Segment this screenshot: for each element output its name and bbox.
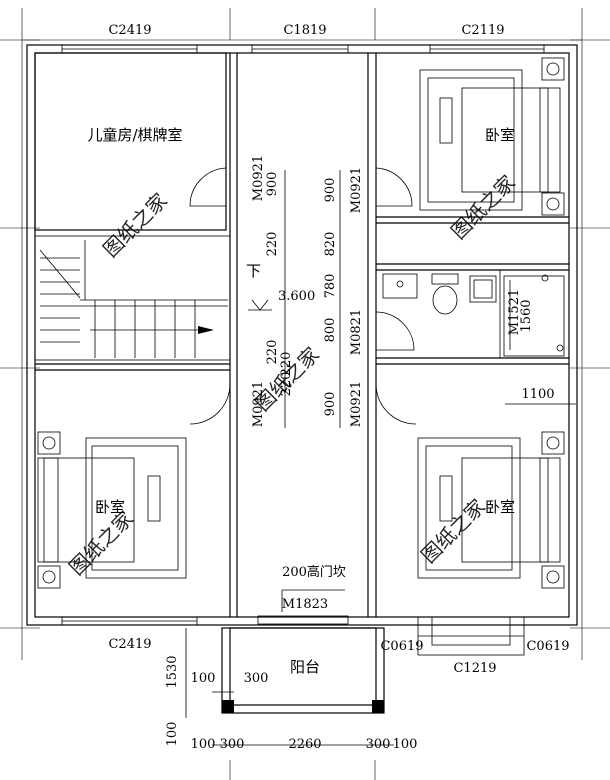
door-swings [189,167,417,425]
dim-bottom-100-left: 100 [191,737,216,752]
room-label-balcony: 阳台 [290,658,320,676]
dim-right-780: 780 [323,274,338,299]
window-label-bottom-center: C1219 [453,661,496,676]
dim-bottom-2260: 2260 [288,737,321,752]
dim-shower-1560: 1560 [519,299,534,332]
dim-left-220-top: 220 [265,232,280,257]
window-label-top-right: C2119 [461,23,504,38]
dim-bottom-300-left: 300 [220,737,245,752]
dim-bottom-300-right: 300 [366,737,391,752]
room-label-bedroom-bottom-left: 卧室 [95,498,125,516]
dim-right-900-bottom: 900 [323,392,338,417]
watermark-4: 图纸之家 [64,506,138,580]
window-label-top-middle: C1819 [283,23,326,38]
dim-left-900: 900 [265,172,280,197]
door-label-lower-right: M0921 [349,381,364,427]
window-label-bottom-side-right: C0619 [526,639,569,654]
dim-bottom-100-right: 100 [393,737,418,752]
door-label-balcony: M1823 [282,597,328,612]
window-label-bottom-left: C2419 [108,637,151,652]
room-label-children: 儿童房/棋牌室 [87,126,182,144]
bed-bottom-left [37,431,187,589]
watermark-1: 图纸之家 [98,188,172,262]
dim-balcony-1530: 1530 [165,655,180,688]
door-label-bath: M0821 [349,309,364,355]
dim-right-1100: 1100 [521,387,554,402]
door-label-upper-left: M0921 [251,155,266,201]
threshold-note: 200高门坎 [282,564,346,580]
dimension-lines [185,170,576,746]
room-label-bedroom-top-right: 卧室 [485,126,515,144]
dim-balcony-100-left: 100 [165,722,180,747]
dim-right-900-top: 900 [323,178,338,203]
dim-left-220-mid: 220 [265,340,280,365]
window-symbols [61,44,545,656]
dim-left-220-mid3: 220 [279,372,294,397]
window-label-bottom-side-left: C0619 [380,639,423,654]
floor-level-label: 3.600 [278,289,315,304]
dim-balcony-300: 300 [244,671,269,686]
door-label-shower: M1521 [507,289,522,335]
bed-top-right [419,57,565,216]
bath-fixtures [382,273,565,357]
dim-right-820: 820 [323,232,338,257]
door-label-lower-left: M0921 [251,381,266,427]
bed-bottom-right [417,431,565,589]
balcony [221,615,385,714]
stair-down-label: 下 [246,262,261,280]
door-label-upper-right: M0921 [349,167,364,213]
axis-lines [0,8,610,780]
watermark-5: 图纸之家 [416,494,490,568]
room-label-bedroom-bottom-right: 卧室 [485,498,515,516]
dim-left-220-mid2: 220 [279,352,294,377]
watermark-2: 图纸之家 [446,170,520,244]
stair-treads [39,240,228,358]
dim-balcony-100-top: 100 [191,671,216,686]
walls [26,44,578,626]
dim-right-800: 800 [323,318,338,343]
window-label-top-left: C2419 [108,23,151,38]
